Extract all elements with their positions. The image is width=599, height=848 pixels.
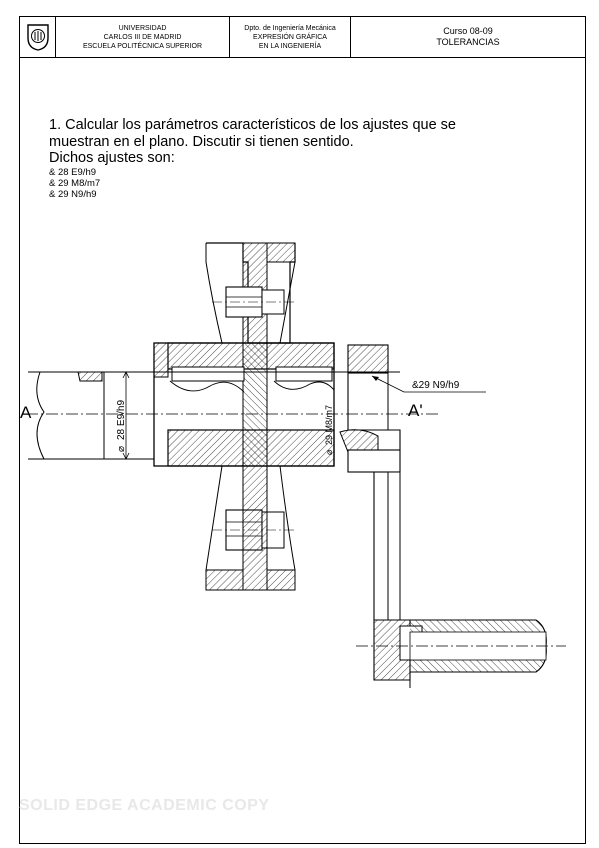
department-line-1: Dpto. de Ingeniería Mecánica [244,24,336,32]
problem-line-3: Dichos ajustes son: [49,150,175,166]
leader-label-n9: &29 N9/h9 [412,380,460,391]
problem-line-1: 1. Calcular los parámetros característic… [49,117,456,133]
leader-n9: &29 N9/h9 [371,375,486,393]
lower-pulley [205,465,296,591]
section-label-a: A [20,403,32,422]
diameter-symbol-m8: ⌀ [324,449,334,455]
title-block: UNIVERSIDAD CARLOS III DE MADRID ESCUELA… [19,16,586,58]
problem-statement: 1. Calcular los parámetros característic… [49,117,569,200]
handle-grip [356,619,566,673]
department-line-3: EN LA INGENIERÍA [258,42,322,50]
diameter-symbol: ⌀ [116,446,127,452]
university-line-3: ESCUELA POLITÉCNICA SUPERIOR [82,42,203,50]
section-label-a-prime: A' [408,401,423,420]
university-name-cell: UNIVERSIDAD CARLOS III DE MADRID ESCUELA… [56,17,230,57]
fit-item-2: & 29 M8/m7 [49,177,101,189]
problem-line-2: muestran en el plano. Discutir si tienen… [49,133,354,150]
university-logo-cell [20,17,56,57]
department-cell: Dpto. de Ingeniería Mecánica EXPRESIÓN G… [230,17,351,57]
upper-bolt [212,286,296,318]
department-line-2: EXPRESIÓN GRÁFICA [253,33,327,41]
watermark: SOLID EDGE ACADEMIC COPY [19,797,270,814]
university-line-1: UNIVERSIDAD [118,24,167,32]
course-cell: Curso 08-09 TOLERANCIAS [351,17,585,57]
dimension-e9: ⌀ 28 E9/h9 [116,371,130,460]
dim-label-e9: 28 E9/h9 [116,400,127,440]
dim-label-m8: 29 M8/m7 [324,405,334,445]
dimension-m8: 29 M8/m7 ⌀ [324,372,335,455]
university-line-2: CARLOS III DE MADRID [103,33,182,41]
shaft [28,371,400,460]
course-topic: TOLERANCIAS [436,37,500,47]
fit-item-3: & 29 N9/h9 [49,188,97,200]
course-year: Curso 08-09 [443,26,493,36]
fit-item-1: & 28 E9/h9 [49,166,97,178]
hub [153,342,335,467]
crank-hub [339,344,401,473]
university-seal-icon [26,24,49,51]
